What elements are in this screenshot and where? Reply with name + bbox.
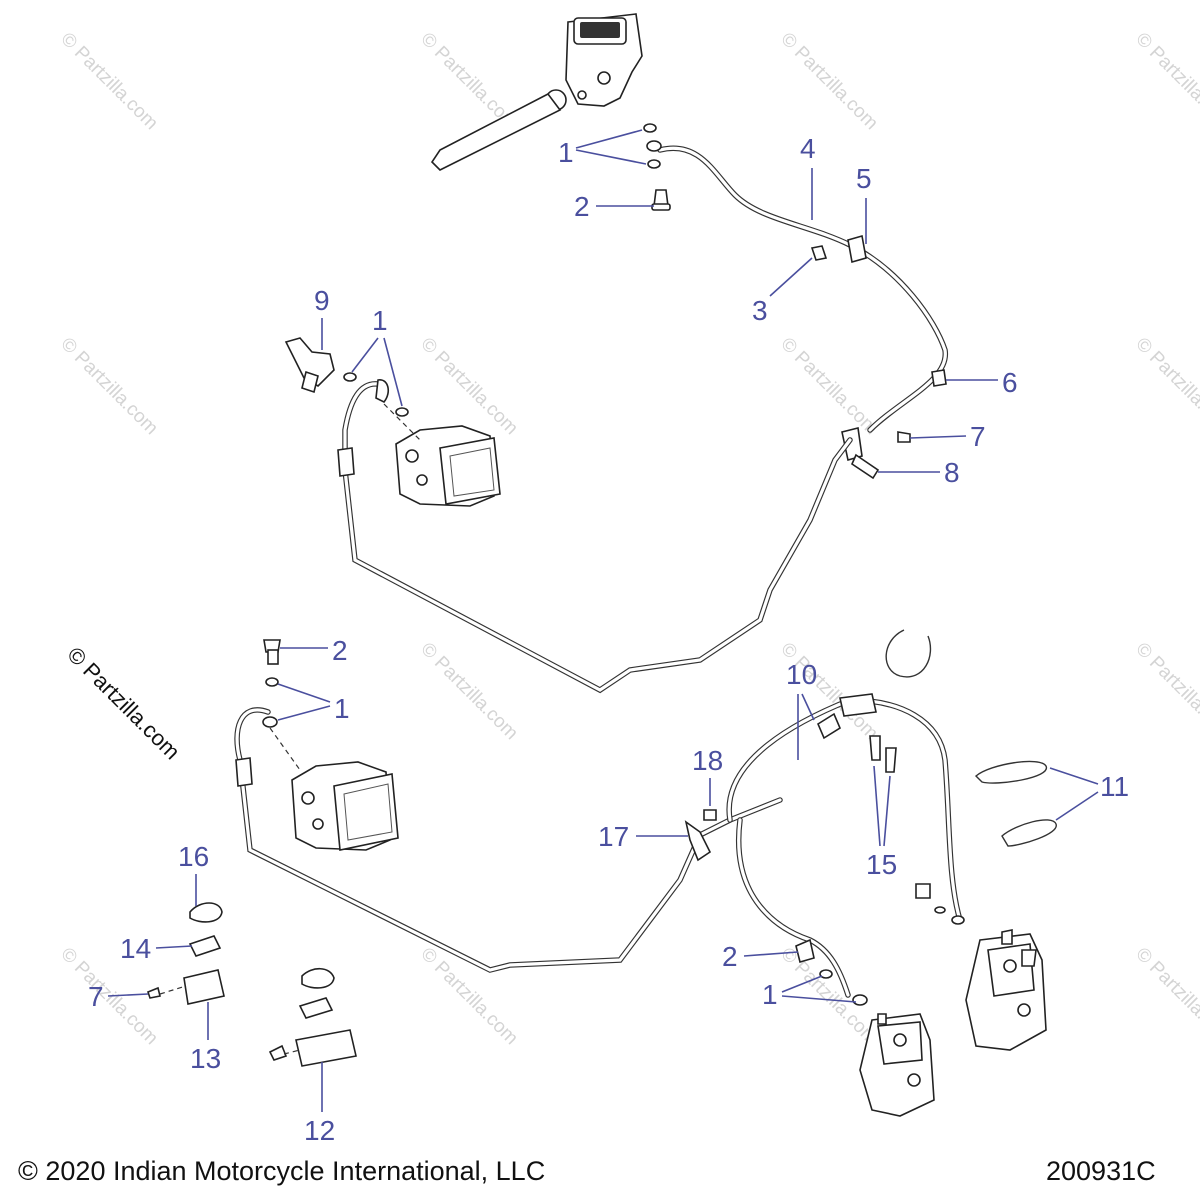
abs-sensor xyxy=(284,337,409,417)
watermark: © Partzilla.com xyxy=(416,334,521,439)
watermark: © Partzilla.com xyxy=(1131,334,1200,439)
watermark: © Partzilla.com xyxy=(776,334,881,439)
small-brackets xyxy=(147,902,357,1067)
callout-9[interactable]: 9 xyxy=(314,285,330,316)
watermark: © Partzilla.com xyxy=(416,639,521,744)
callout-14[interactable]: 14 xyxy=(120,933,151,964)
brake-caliper-left xyxy=(859,1013,935,1117)
abs-module-lower xyxy=(269,727,399,851)
callout-3[interactable]: 3 xyxy=(752,295,768,326)
callout-2[interactable]: 2 xyxy=(574,191,590,222)
watermark: © Partzilla.com xyxy=(1131,944,1200,1049)
caliper-fittings xyxy=(795,915,965,1006)
brake-caliper-right xyxy=(965,929,1047,1051)
diagram-id: 200931C xyxy=(1046,1156,1156,1186)
callout-1[interactable]: 1 xyxy=(372,305,388,336)
callout-8[interactable]: 8 xyxy=(944,457,960,488)
watermark-grid: © Partzilla.com © Partzilla.com © Partzi… xyxy=(56,29,1200,1049)
callouts: 1 2 3 4 5 6 7 8 9 1 2 1 xyxy=(88,129,1129,1146)
watermark: © Partzilla.com xyxy=(56,334,161,439)
front-rigid-brake-line xyxy=(337,379,853,694)
front-brake-line-upper xyxy=(657,145,948,480)
callout-15[interactable]: 15 xyxy=(866,849,897,880)
watermark: © Partzilla.com xyxy=(56,29,161,134)
caliper-bolts-15 xyxy=(869,735,946,914)
callout-1[interactable]: 1 xyxy=(762,979,778,1010)
callout-11[interactable]: 11 xyxy=(1100,771,1129,802)
bottom-hardware xyxy=(262,639,281,728)
front-master-cylinder xyxy=(430,13,643,171)
side-watermark: © Partzilla.com xyxy=(62,642,185,765)
callout-13[interactable]: 13 xyxy=(190,1043,221,1074)
callout-1[interactable]: 1 xyxy=(558,137,574,168)
callout-4[interactable]: 4 xyxy=(800,133,816,164)
callout-1[interactable]: 1 xyxy=(334,693,350,724)
hose-clips xyxy=(885,629,1057,847)
abs-module-upper xyxy=(383,403,501,507)
top-hardware xyxy=(643,123,947,443)
callout-2[interactable]: 2 xyxy=(722,941,738,972)
rear-rigid-brake-line xyxy=(234,707,783,973)
callout-2[interactable]: 2 xyxy=(332,635,348,666)
callout-18[interactable]: 18 xyxy=(692,745,723,776)
line-clamp xyxy=(684,809,717,862)
callout-5[interactable]: 5 xyxy=(856,163,872,194)
callout-12[interactable]: 12 xyxy=(304,1115,335,1146)
callout-7[interactable]: 7 xyxy=(88,981,104,1012)
callout-7[interactable]: 7 xyxy=(970,421,986,452)
copyright-text: © 2020 Indian Motorcycle International, … xyxy=(18,1156,545,1186)
callout-16[interactable]: 16 xyxy=(178,841,209,872)
watermark: © Partzilla.com xyxy=(1131,29,1200,134)
callout-10[interactable]: 10 xyxy=(786,659,817,690)
watermark: © Partzilla.com xyxy=(776,29,881,134)
watermark: © Partzilla.com xyxy=(1131,639,1200,744)
callout-6[interactable]: 6 xyxy=(1002,367,1018,398)
caliper-hoses xyxy=(726,693,963,998)
callout-17[interactable]: 17 xyxy=(598,821,629,852)
